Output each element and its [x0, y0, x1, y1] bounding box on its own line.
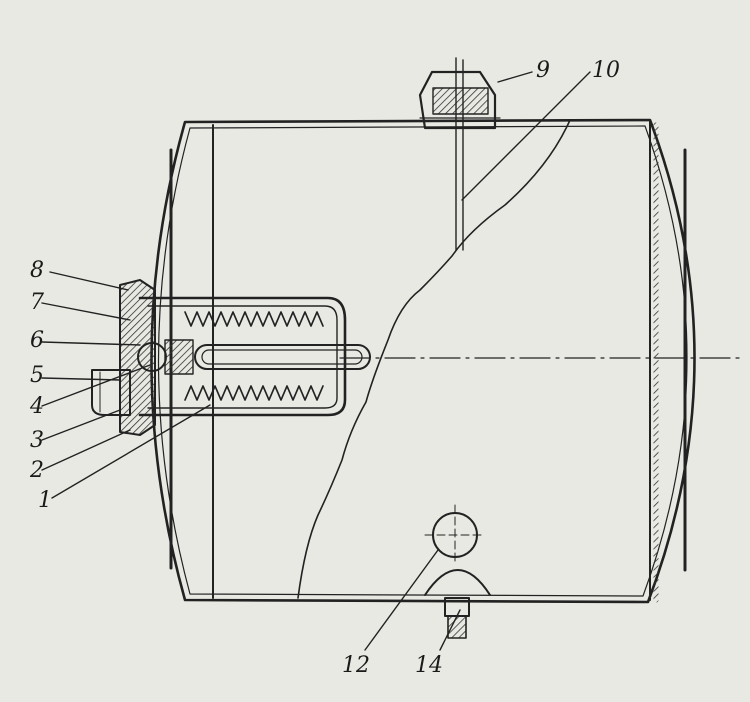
label-14: 14 [415, 653, 443, 678]
label-4: 4 [30, 394, 44, 419]
label-1: 1 [38, 488, 52, 513]
heater-assembly [91, 279, 371, 436]
leader-lines [41, 71, 591, 651]
label-12: 12 [342, 653, 370, 678]
label-2: 2 [30, 458, 44, 483]
label-6: 6 [30, 328, 44, 353]
label-7: 7 [30, 290, 44, 315]
drain-plug [424, 569, 491, 639]
gauge-cap [418, 57, 501, 251]
label-10: 10 [592, 58, 620, 83]
label-9: 9 [536, 58, 550, 83]
tank-body-outline [150, 118, 696, 604]
inspection-port [424, 504, 486, 566]
label-5: 5 [30, 363, 44, 388]
cutaway-line [297, 119, 571, 599]
tank-body-inner-outline [157, 125, 688, 597]
label-3: 3 [30, 428, 44, 453]
label-8: 8 [30, 258, 44, 283]
